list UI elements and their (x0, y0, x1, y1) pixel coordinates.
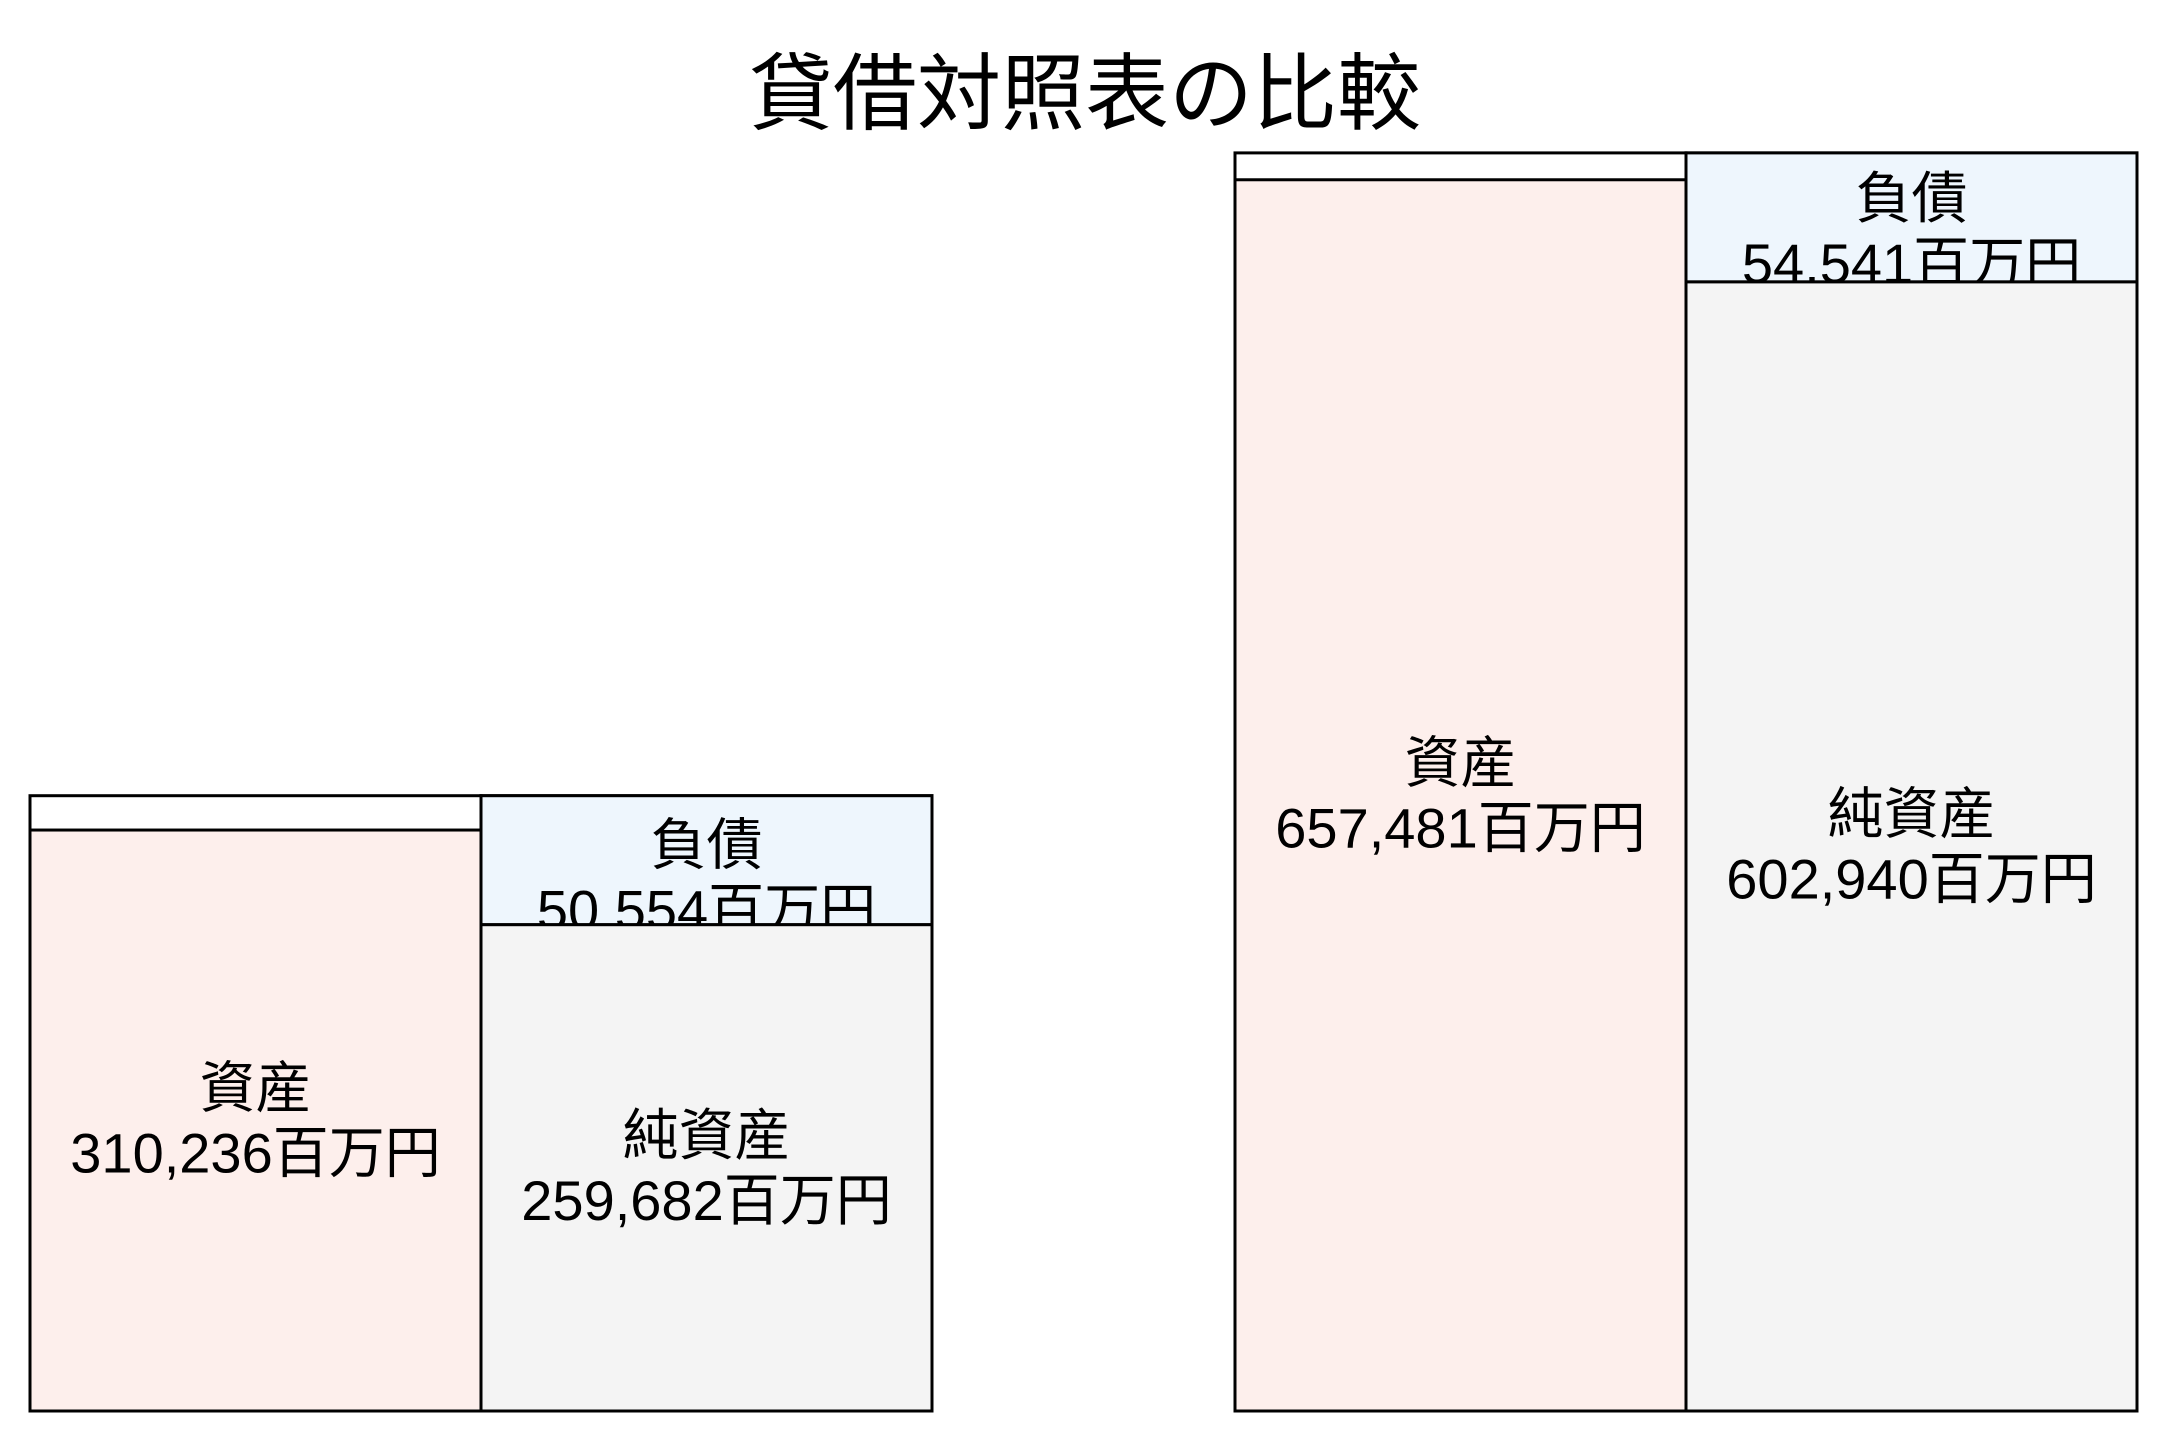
liabilities-label: 負債 (651, 813, 763, 876)
net-assets-label: 純資産 (623, 1104, 791, 1167)
net-assets-value-label: 259,682百万円 (521, 1169, 891, 1232)
assets-label: 資産 (200, 1057, 312, 1120)
net-assets-value-label: 602,940百万円 (1726, 847, 2096, 910)
assets-bar (1233, 178, 1688, 1413)
net-assets-label: 純資産 (1828, 782, 1996, 845)
assets-value-label: 657,481百万円 (1275, 796, 1645, 859)
assets-value-label: 310,236百万円 (70, 1122, 440, 1185)
net-assets-bar (1684, 280, 2139, 1413)
assets-label: 資産 (1405, 731, 1517, 794)
liabilities-bar (1684, 151, 2139, 284)
charts-container: 資産310,236百万円負債50,554百万円純資産259,682百万円資産65… (28, 151, 2139, 1413)
liabilities-label: 負債 (1856, 167, 1968, 230)
assets-bar (28, 828, 483, 1413)
net-assets-bar (479, 923, 934, 1413)
chart-title: 貸借対照表の比較 (749, 47, 1421, 141)
